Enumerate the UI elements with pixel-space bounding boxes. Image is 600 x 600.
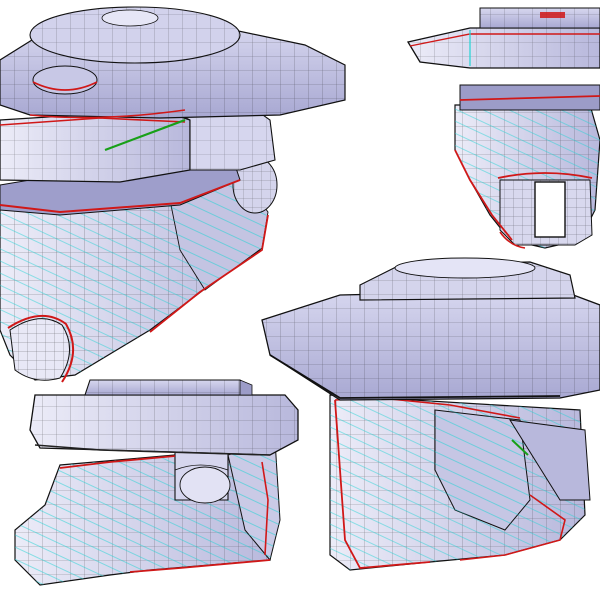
view-front [406, 7, 600, 249]
view-back-right [261, 257, 600, 571]
view-side [14, 379, 299, 586]
view-front-left [0, 6, 346, 383]
